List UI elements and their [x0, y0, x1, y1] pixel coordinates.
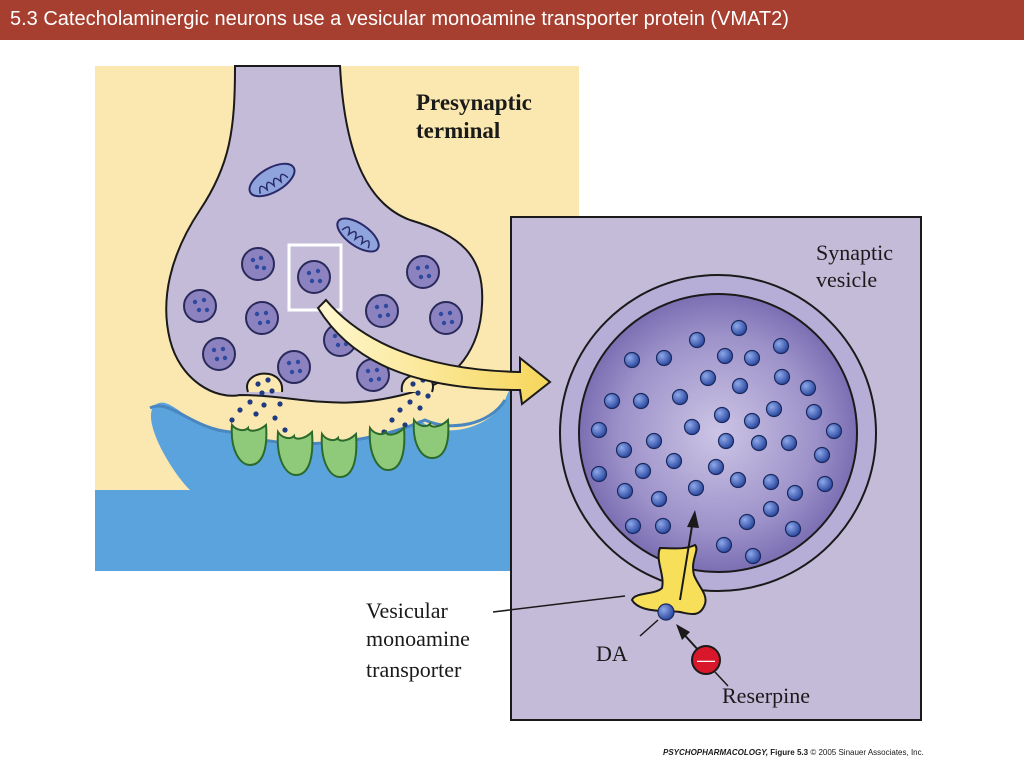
synaptic-cleft-blue — [95, 300, 579, 571]
figure-credit: PSYCHOPHARMACOLOGY, Figure 5.3 © 2005 Si… — [663, 748, 924, 757]
vesicle-closeup-panel: — Synaptic vesicle DA Reserpine — [510, 216, 922, 721]
zoom-arrow — [316, 298, 552, 406]
reserpine-label: Reserpine — [722, 683, 810, 708]
credit-copyright: © 2005 Sinauer Associates, Inc. — [810, 748, 924, 757]
transporter-leader-line — [492, 595, 626, 613]
vesicle-contents — [192, 255, 455, 383]
released-dopamine — [229, 377, 431, 435]
da-leader-line — [639, 619, 659, 637]
dopamine-molecules — [590, 319, 843, 565]
reserpine-leader-line — [714, 671, 729, 687]
vesicle-label: Synaptic — [816, 240, 893, 265]
postsynaptic-receptors — [230, 417, 450, 479]
inhibition-arrowhead — [676, 624, 690, 640]
mitochondrion-icon — [248, 162, 296, 198]
transport-arrow — [679, 519, 694, 601]
dopamine-label: DA — [596, 641, 628, 666]
vesicle-label: vesicle — [816, 267, 877, 292]
dopamine-molecule-cytosol — [657, 603, 675, 621]
inhibit-symbol: — — [697, 650, 715, 670]
zoom-box — [287, 243, 343, 312]
transport-arrowhead — [687, 510, 699, 528]
credit-figure: Figure 5.3 — [770, 748, 809, 757]
terminal-label: Presynaptic — [416, 90, 532, 115]
mitochondrion-icon — [336, 217, 380, 253]
reserpine-inhibitor-icon — [691, 645, 721, 675]
transporter-label: Vesicular — [366, 598, 449, 623]
title-bar: 5.3 Catecholaminergic neurons use a vesi… — [0, 0, 1024, 40]
vesicle-lumen — [578, 293, 858, 573]
transporter-label: transporter — [366, 657, 462, 682]
terminal-label: terminal — [416, 118, 500, 143]
slide-title: 5.3 Catecholaminergic neurons use a vesi… — [10, 8, 789, 30]
transporter-label: monoamine — [366, 626, 470, 651]
small-vesicles — [183, 247, 463, 392]
credit-book: PSYCHOPHARMACOLOGY, — [663, 748, 769, 757]
vmat2-transporter — [630, 543, 707, 616]
